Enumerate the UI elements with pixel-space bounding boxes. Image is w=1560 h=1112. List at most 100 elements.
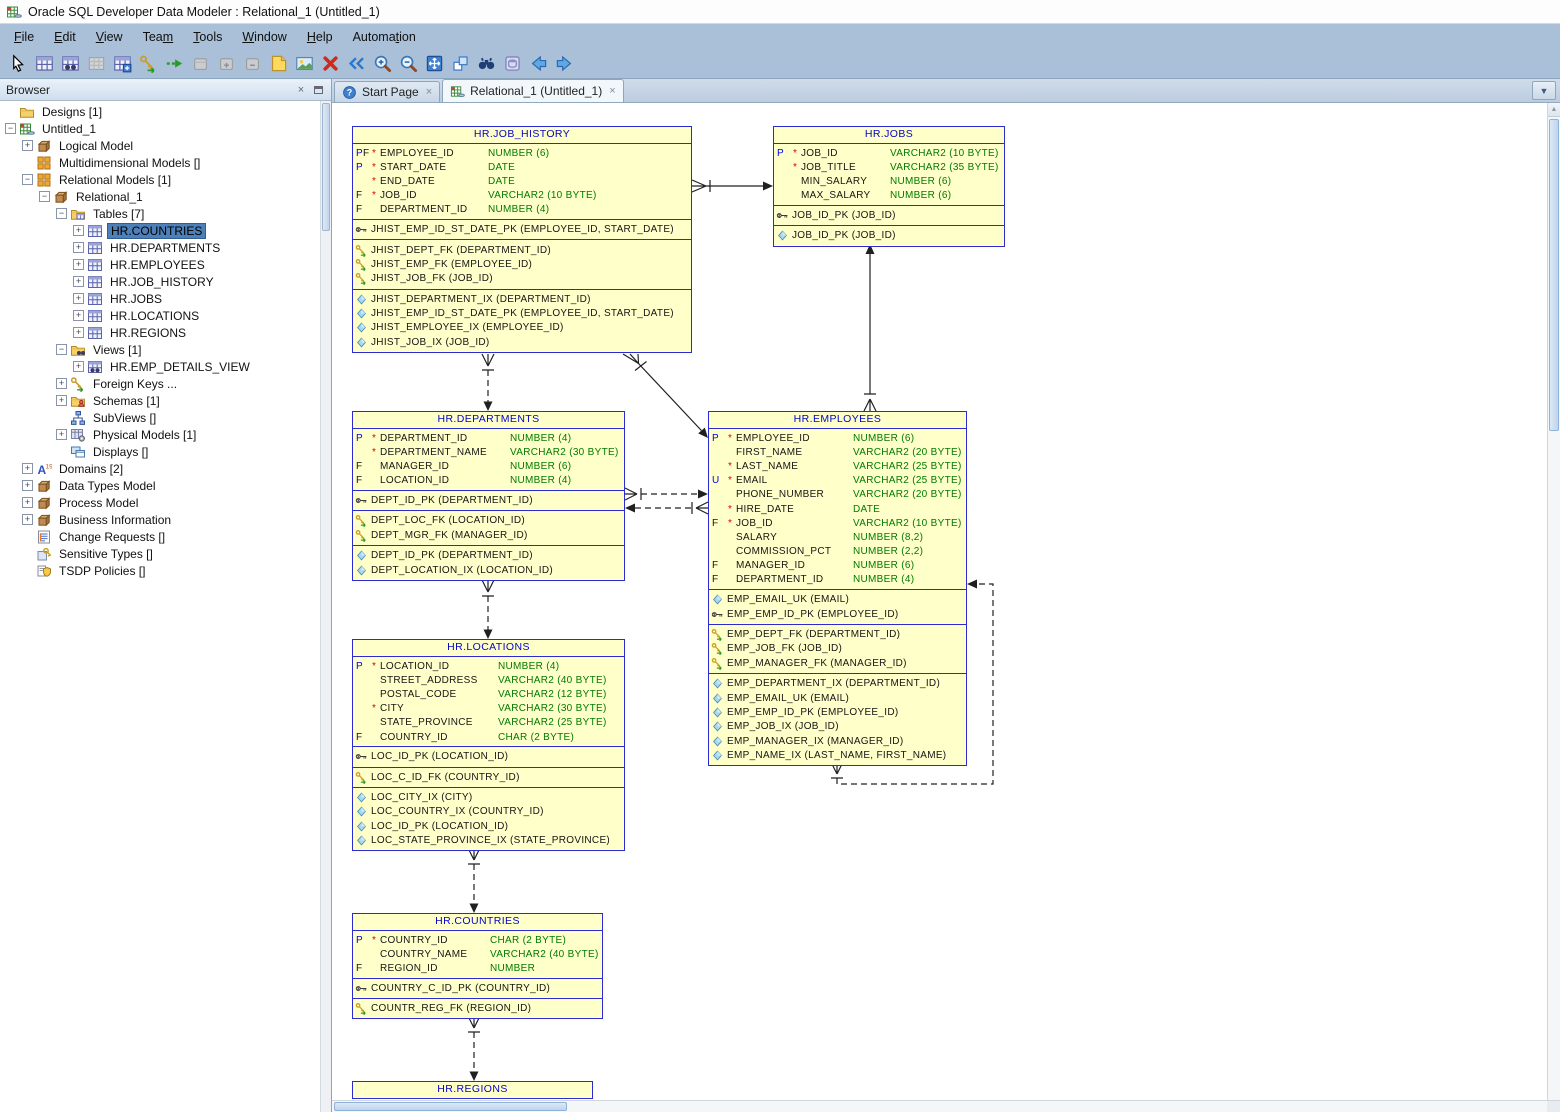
tree-item-tables-7[interactable]: −Tables [7] bbox=[0, 205, 320, 222]
back-button[interactable] bbox=[526, 52, 550, 76]
tree-item-displays[interactable]: Displays [] bbox=[0, 443, 320, 460]
entity-hr-job-history[interactable]: HR.JOB_HISTORY PF* EMPLOYEE_ID NUMBER (6… bbox=[352, 126, 692, 353]
expander-minus-icon[interactable]: − bbox=[5, 123, 16, 134]
fit-screen-button[interactable] bbox=[422, 52, 446, 76]
rel-jhist-emp-fk[interactable] bbox=[623, 354, 708, 438]
tree-item-multidimensional-models[interactable]: Multidimensional Models [] bbox=[0, 154, 320, 171]
expander-plus-icon[interactable]: + bbox=[22, 514, 33, 525]
menu-automation[interactable]: Automation bbox=[343, 27, 426, 47]
entity-title[interactable]: HR.COUNTRIES bbox=[353, 914, 602, 930]
tree-item-hr-emp-details-view[interactable]: +HR.EMP_DETAILS_VIEW bbox=[0, 358, 320, 375]
tree-item-sensitive-types[interactable]: Sensitive Types [] bbox=[0, 545, 320, 562]
tree-item-physical-models-1[interactable]: +Physical Models [1] bbox=[0, 426, 320, 443]
expander-minus-icon[interactable]: − bbox=[22, 174, 33, 185]
zoom-in-button[interactable] bbox=[370, 52, 394, 76]
tree-item-views-1[interactable]: −Views [1] bbox=[0, 341, 320, 358]
expander-plus-icon[interactable]: + bbox=[73, 259, 84, 270]
tree-item-subviews[interactable]: SubViews [] bbox=[0, 409, 320, 426]
expander-minus-icon[interactable]: − bbox=[56, 344, 67, 355]
rel-emp-job-fk[interactable] bbox=[864, 244, 876, 411]
entity-hr-departments[interactable]: HR.DEPARTMENTS P* DEPARTMENT_ID NUMBER (… bbox=[352, 411, 625, 581]
expander-plus-icon[interactable]: + bbox=[73, 361, 84, 372]
expander-plus-icon[interactable]: + bbox=[22, 463, 33, 474]
tree-item-data-types-model[interactable]: +Data Types Model bbox=[0, 477, 320, 494]
browser-scrollbar[interactable] bbox=[320, 101, 331, 1112]
new-view-button[interactable] bbox=[58, 52, 82, 76]
rel-dept-loc-fk[interactable] bbox=[482, 580, 494, 639]
zoom-out-button[interactable] bbox=[396, 52, 420, 76]
expander-plus-icon[interactable]: + bbox=[73, 225, 84, 236]
menu-window[interactable]: Window bbox=[232, 27, 296, 47]
tree-item-relational-models-1[interactable]: −Relational Models [1] bbox=[0, 171, 320, 188]
diagram-hscrollbar-thumb[interactable] bbox=[334, 1102, 567, 1111]
expander-plus-icon[interactable]: + bbox=[73, 293, 84, 304]
entity-title[interactable]: HR.REGIONS bbox=[353, 1082, 592, 1098]
ddl-preview-button[interactable] bbox=[500, 52, 524, 76]
tree-item-foreign-keys[interactable]: +Foreign Keys ... bbox=[0, 375, 320, 392]
menu-tools[interactable]: Tools bbox=[183, 27, 232, 47]
rel-emp-dept-fk[interactable] bbox=[625, 502, 708, 514]
tree-item-change-requests[interactable]: Change Requests [] bbox=[0, 528, 320, 545]
tab-close-icon[interactable]: × bbox=[426, 86, 432, 98]
diagram-vscrollbar[interactable]: ▲ bbox=[1547, 103, 1560, 1100]
expander-plus-icon[interactable]: + bbox=[56, 429, 67, 440]
rel-loc-c-id-fk[interactable] bbox=[468, 848, 480, 913]
entity-hr-countries[interactable]: HR.COUNTRIES P* COUNTRY_ID CHAR (2 BYTE)… bbox=[352, 913, 603, 1019]
expander-plus-icon[interactable]: + bbox=[73, 310, 84, 321]
entity-title[interactable]: HR.JOBS bbox=[774, 127, 1004, 143]
menu-team[interactable]: Team bbox=[133, 27, 184, 47]
browser-scrollbar-thumb[interactable] bbox=[322, 103, 330, 231]
tree-item-hr-employees[interactable]: +HR.EMPLOYEES bbox=[0, 256, 320, 273]
entity-hr-employees[interactable]: HR.EMPLOYEES P* EMPLOYEE_ID NUMBER (6) F… bbox=[708, 411, 967, 766]
entity-title[interactable]: HR.LOCATIONS bbox=[353, 640, 624, 656]
rel-jhist-job-fk[interactable] bbox=[692, 180, 773, 192]
tree-item-schemas-1[interactable]: +Schemas [1] bbox=[0, 392, 320, 409]
select-button[interactable] bbox=[6, 52, 30, 76]
rel-countr-reg-fk[interactable] bbox=[468, 1016, 480, 1081]
tree-item-relational-1[interactable]: −Relational_1 bbox=[0, 188, 320, 205]
expander-plus-icon[interactable]: + bbox=[73, 327, 84, 338]
tab-list-dropdown[interactable]: ▼ bbox=[1532, 81, 1556, 100]
rel-jhist-dept-fk[interactable] bbox=[482, 354, 494, 411]
menu-edit[interactable]: Edit bbox=[44, 27, 86, 47]
tree-item-hr-locations[interactable]: +HR.LOCATIONS bbox=[0, 307, 320, 324]
entity-hr-jobs[interactable]: HR.JOBS P* JOB_ID VARCHAR2 (10 BYTE) * J… bbox=[773, 126, 1005, 247]
tree-item-logical-model[interactable]: +Logical Model bbox=[0, 137, 320, 154]
expander-plus-icon[interactable]: + bbox=[22, 497, 33, 508]
scroll-up-icon[interactable]: ▲ bbox=[1548, 103, 1560, 117]
tree-item-domains-2[interactable]: +A19Domains [2] bbox=[0, 460, 320, 477]
diagram-vscrollbar-thumb[interactable] bbox=[1549, 119, 1559, 431]
panel-close-icon[interactable]: × bbox=[294, 83, 308, 97]
tree-item-tsdp-policies[interactable]: TSDP Policies [] bbox=[0, 562, 320, 579]
new-image-button[interactable] bbox=[292, 52, 316, 76]
expander-plus-icon[interactable]: + bbox=[73, 242, 84, 253]
search-button[interactable] bbox=[474, 52, 498, 76]
entity-hr-regions[interactable]: HR.REGIONS bbox=[352, 1081, 593, 1099]
table-properties-button[interactable] bbox=[110, 52, 134, 76]
expander-plus-icon[interactable]: + bbox=[56, 395, 67, 406]
expander-minus-icon[interactable]: − bbox=[56, 208, 67, 219]
tree-item-designs-1[interactable]: Designs [1] bbox=[0, 103, 320, 120]
entity-hr-locations[interactable]: HR.LOCATIONS P* LOCATION_ID NUMBER (4) S… bbox=[352, 639, 625, 851]
tree-item-untitled-1[interactable]: −Untitled_1 bbox=[0, 120, 320, 137]
expander-minus-icon[interactable]: − bbox=[39, 191, 50, 202]
tree-item-business-information[interactable]: +Business Information bbox=[0, 511, 320, 528]
expander-plus-icon[interactable]: + bbox=[22, 140, 33, 151]
tree-item-hr-regions[interactable]: +HR.REGIONS bbox=[0, 324, 320, 341]
rel-dept-mgr-fk[interactable] bbox=[625, 488, 708, 500]
expander-plus-icon[interactable]: + bbox=[22, 480, 33, 491]
panel-minimize-icon[interactable] bbox=[311, 83, 325, 97]
entity-title[interactable]: HR.DEPARTMENTS bbox=[353, 412, 624, 428]
dependency-arrow-button[interactable] bbox=[162, 52, 186, 76]
tree-item-hr-job-history[interactable]: +HR.JOB_HISTORY bbox=[0, 273, 320, 290]
new-fk-relation-button[interactable] bbox=[136, 52, 160, 76]
collapse-all-button[interactable] bbox=[344, 52, 368, 76]
tree-item-process-model[interactable]: +Process Model bbox=[0, 494, 320, 511]
tree-item-hr-departments[interactable]: +HR.DEPARTMENTS bbox=[0, 239, 320, 256]
delete-button[interactable] bbox=[318, 52, 342, 76]
diagram-canvas[interactable]: HR.JOB_HISTORY PF* EMPLOYEE_ID NUMBER (6… bbox=[332, 103, 1547, 1100]
expander-plus-icon[interactable]: + bbox=[56, 378, 67, 389]
tab-relational-1-untitled-1[interactable]: Relational_1 (Untitled_1) × bbox=[442, 79, 624, 102]
tab-close-icon[interactable]: × bbox=[609, 85, 615, 97]
menu-file[interactable]: File bbox=[4, 27, 44, 47]
